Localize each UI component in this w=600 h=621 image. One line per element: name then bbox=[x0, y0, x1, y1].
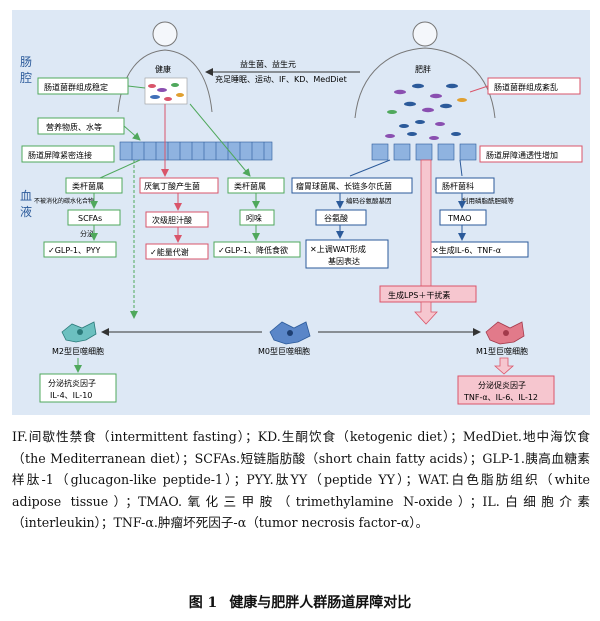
figure-title: 图 1 健康与肥胖人群肠道屏障对比 bbox=[0, 592, 600, 612]
glp-appetite-text: ✓GLP-1、降低食欲 bbox=[218, 245, 288, 255]
m2-macrophage-icon bbox=[61, 321, 97, 343]
bile-acid-box bbox=[145, 211, 209, 228]
interventions-line1: 益生菌、益生元 bbox=[240, 59, 296, 69]
indole-box bbox=[239, 209, 275, 226]
blood-label-2: 液 bbox=[20, 204, 32, 219]
flora-stable-connector bbox=[127, 85, 146, 89]
enterobacteriaceae-text: 肠杆菌科 bbox=[442, 181, 474, 191]
barrier-leaky-text: 肠道屏障通透性增加 bbox=[486, 150, 558, 160]
butyrate-text: 厌氧丁酸产生菌 bbox=[144, 181, 200, 191]
m2-secretion-line1: 分泌抗炎因子 bbox=[48, 378, 96, 388]
obese-person-figure bbox=[354, 21, 496, 119]
barrier-leaky-box bbox=[479, 145, 583, 163]
m2-secretion-line2: IL-4、IL-10 bbox=[50, 391, 92, 400]
interventions-line2: 充足睡眠、运动、IF、KD、MedDiet bbox=[215, 74, 347, 84]
il6-tnf-text: ✕生成IL-6、TNF-α bbox=[432, 245, 501, 255]
glp-appetite-box bbox=[213, 241, 301, 258]
lumen-label-2: 腔 bbox=[20, 70, 32, 85]
bile-acid-text: 次级胆汁酸 bbox=[152, 215, 192, 225]
m2-label: M2型巨噬细胞 bbox=[52, 346, 104, 356]
glp-pyy-box bbox=[43, 241, 117, 258]
wat-box bbox=[305, 239, 389, 269]
m1-secretion-line1: 分泌促炎因子 bbox=[478, 380, 526, 390]
healthy-to-bacteroides2-arrow bbox=[189, 103, 251, 177]
enterobacteriaceae-box bbox=[435, 177, 495, 194]
m1-secretion-arrow bbox=[493, 357, 515, 375]
butyrate-box bbox=[139, 177, 219, 194]
scfa-text: SCFAs bbox=[78, 214, 102, 223]
flora-stable-box bbox=[37, 77, 129, 95]
secretion-text: 分泌 bbox=[80, 229, 94, 238]
figure-title-text: 健康与肥胖人群肠道屏障对比 bbox=[229, 595, 412, 611]
tmao-text: TMAO bbox=[447, 214, 471, 223]
obese-label: 肥胖 bbox=[415, 64, 431, 74]
obese-bacteria-cluster bbox=[387, 83, 467, 128]
nutrients-arrow bbox=[123, 125, 141, 141]
obese-to-enterobacter-line bbox=[459, 159, 463, 177]
abbreviations-text: IF.间歇性禁食（intermittent fasting）；KD.生酮饮食（k… bbox=[12, 429, 590, 530]
m0-label: M0型巨噬细胞 bbox=[258, 346, 310, 356]
flora-disorder-text: 肠道菌群组成紊乱 bbox=[494, 82, 558, 92]
obese-to-ruminococcus-line bbox=[349, 159, 391, 177]
energy-metabolism-box bbox=[145, 243, 209, 260]
lps-text: 生成LPS＋干扰素 bbox=[388, 290, 450, 300]
energy-metabolism-text: ✓能量代谢 bbox=[150, 247, 189, 257]
glutamate-gene-note: 编码谷氨酸基因 bbox=[346, 196, 392, 205]
m2-secretion-box bbox=[39, 373, 117, 403]
glp-pyy-text: ✓GLP-1、PYY bbox=[48, 246, 101, 255]
m1-secretion-line2: TNF-α、IL-6、IL-12 bbox=[463, 393, 538, 402]
m1-macrophage-icon bbox=[485, 321, 525, 345]
m1-secretion-box bbox=[457, 375, 555, 405]
choline-note: 利用磷脂酰胆碱等 bbox=[462, 196, 515, 205]
barrier-tight-text: 肠道屏障紧密连接 bbox=[28, 150, 92, 160]
ruminococcus-text: 瘤胃球菌属、长链多尔氏菌 bbox=[296, 181, 392, 191]
wat-text-line2: 基因表达 bbox=[328, 256, 360, 266]
tmao-box bbox=[439, 209, 487, 226]
nutrients-text: 营养物质、水等 bbox=[46, 122, 102, 132]
barrier-tight-box bbox=[21, 145, 115, 163]
flora-disorder-connector bbox=[469, 85, 489, 93]
wat-text-line1: ✕上调WAT形成 bbox=[310, 244, 366, 254]
m1-label: M1型巨噬细胞 bbox=[476, 346, 528, 356]
lumen-label-1: 肠 bbox=[20, 55, 32, 69]
flora-stable-text: 肠道菌群组成稳定 bbox=[44, 82, 108, 92]
healthy-label: 健康 bbox=[155, 64, 171, 74]
ruminococcus-box bbox=[291, 177, 413, 194]
bacteroides-text-1: 类杆菌属 bbox=[72, 181, 104, 191]
indole-text: 吲哚 bbox=[246, 214, 262, 223]
figure-number: 图 1 bbox=[188, 595, 218, 611]
obese-epithelium bbox=[371, 132, 477, 161]
glutamate-text: 谷氨酸 bbox=[324, 213, 348, 223]
undigested-carb-text: 不被消化的碳水化合物 bbox=[34, 197, 94, 205]
lps-down-arrow bbox=[414, 301, 438, 325]
leak-channel bbox=[420, 159, 432, 289]
healthy-bacteria-cluster bbox=[144, 77, 188, 105]
glutamate-box bbox=[315, 209, 367, 226]
bacteroides-text-2: 类杆菌属 bbox=[234, 181, 266, 191]
caption-abbreviations: IF.间歇性禁食（intermittent fasting）；KD.生酮饮食（k… bbox=[12, 426, 590, 534]
healthy-to-bacteroides-line bbox=[99, 159, 141, 179]
blood-label-1: 血 bbox=[20, 189, 32, 203]
m0-macrophage-icon bbox=[269, 321, 311, 345]
healthy-epithelium bbox=[119, 141, 273, 161]
